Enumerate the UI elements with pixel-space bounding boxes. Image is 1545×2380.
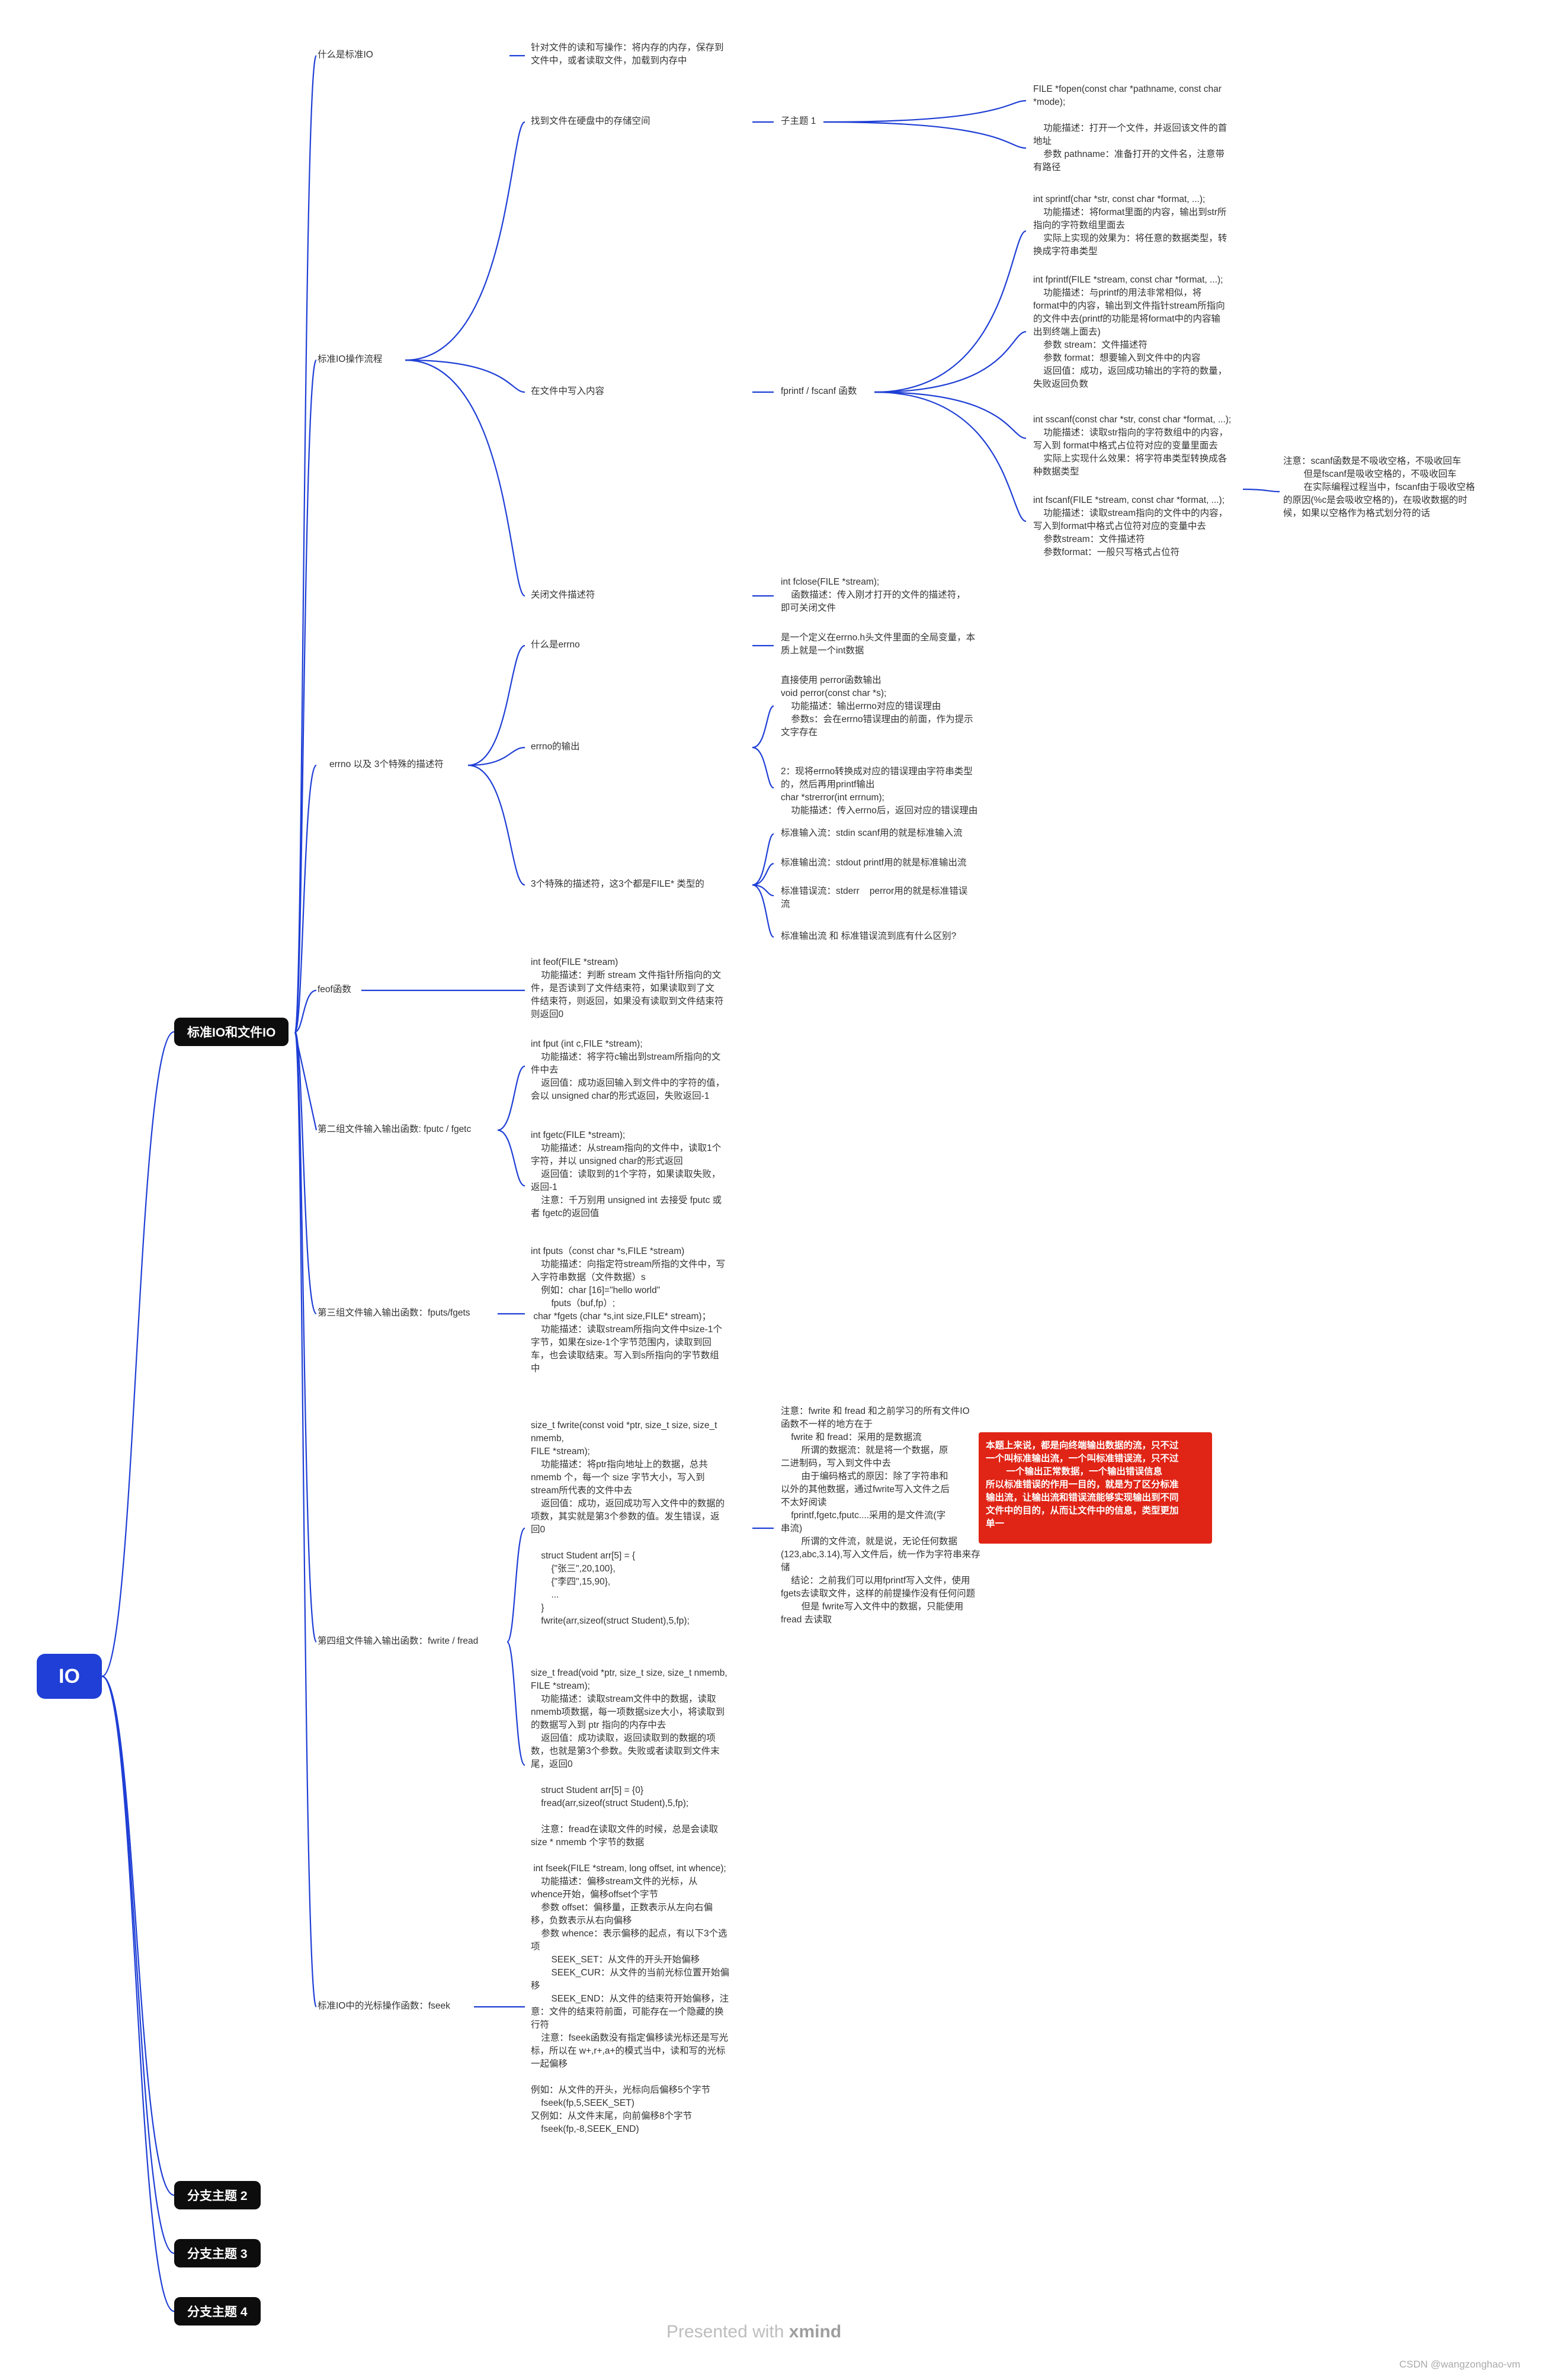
presented-with-footer: Presented with xmind (666, 2322, 841, 2342)
fwrite-fread-description[interactable]: size_t fwrite(const void *ptr, size_t si… (531, 1420, 727, 1847)
csdn-credit: CSDN @wangzonghao-vm (1399, 2359, 1521, 2370)
fprintf-description[interactable]: int fprintf(FILE *stream, const char *fo… (1033, 275, 1227, 389)
topic-find-file[interactable]: 找到文件在硬盘中的存储空间 (531, 116, 650, 126)
topic-fseek[interactable]: 标准IO中的光标操作函数：fseek (318, 2001, 450, 2011)
main-topic-2[interactable]: 分支主题 2 (174, 2181, 261, 2209)
stdin-item[interactable]: 标准输入流：stdin scanf用的就是标准输入流 (781, 828, 963, 838)
presented-text: Presented with (666, 2322, 784, 2341)
root-topic[interactable]: IO (37, 1654, 102, 1699)
feof-description[interactable]: int feof(FILE *stream) 功能描述：判断 stream 文件… (531, 957, 724, 1019)
errno-definition[interactable]: 是一个定义在errno.h头文件里面的全局变量，本 质上就是一个int数据 (781, 633, 976, 656)
perror-strerror-description[interactable]: 直接使用 perror函数输出 void perror(const char *… (781, 675, 978, 816)
xmind-brand: xmind (788, 2322, 842, 2341)
stderr-item[interactable]: 标准错误流：stderr perror用的就是标准错误 流 (781, 886, 968, 909)
sprintf-description[interactable]: int sprintf(char *str, const char *forma… (1033, 194, 1227, 256)
fopen-description[interactable]: FILE *fopen(const char *pathname, const … (1033, 84, 1227, 172)
topic-write-file[interactable]: 在文件中写入内容 (531, 386, 605, 396)
fputc-fgetc-description[interactable]: int fput (int c,FILE *stream); 功能描述：将字符c… (531, 1039, 725, 1218)
std-io-definition[interactable]: 针对文件的读和写操作：将内存的内存，保存到 文件中，或者读取文件，加载到内存中 (531, 43, 724, 66)
topic-fputc-fgetc[interactable]: 第二组文件输入输出函数: fputc / fgetc (318, 1124, 472, 1134)
fwrite-fread-note[interactable]: 注意：fwrite 和 fread 和之前学习的所有文件IO 函数不一样的地方在… (781, 1406, 980, 1625)
topic-fputs-fgets[interactable]: 第三组文件输入输出函数：fputs/fgets (318, 1308, 470, 1318)
fscanf-description[interactable]: int fscanf(FILE *stream, const char *for… (1033, 495, 1228, 557)
topic-feof[interactable]: feof函数 (318, 984, 351, 995)
subtopic-1[interactable]: 子主题 1 (781, 116, 816, 126)
main-topic-4[interactable]: 分支主题 4 (174, 2297, 261, 2326)
topic-three-fd[interactable]: 3个特殊的描述符，这3个都是FILE* 类型的 (531, 879, 704, 889)
main-topic-3[interactable]: 分支主题 3 (174, 2239, 261, 2267)
fscanf-note[interactable]: 注意：scanf函数是不吸收空格，不吸收回车 但是fscanf是吸收空格的，不吸… (1283, 456, 1475, 518)
topic-errno-output[interactable]: errno的输出 (531, 742, 580, 752)
topic-close-file[interactable]: 关闭文件描述符 (531, 590, 595, 600)
fclose-description[interactable]: int fclose(FILE *stream); 函数描述：传入刚才打开的文件… (781, 577, 966, 613)
stderr-callout[interactable]: 本题上来说，都是向终端输出数据的流，只不过 一个叫标准输出流，一个叫标准错误流，… (979, 1432, 1212, 1544)
topic-what-std-io[interactable]: 什么是标准IO (318, 50, 373, 60)
topic-errno[interactable]: errno 以及 3个特殊的描述符 (329, 759, 444, 769)
topic-fwrite-fread[interactable]: 第四组文件输入输出函数：fwrite / fread (318, 1636, 479, 1646)
topic-std-io-flow[interactable]: 标准IO操作流程 (318, 354, 383, 364)
fputs-fgets-description[interactable]: int fputs（const char *s,FILE *stream) 功能… (531, 1246, 726, 1374)
sscanf-description[interactable]: int sscanf(const char *str, const char *… (1033, 415, 1232, 477)
topic-fprintf-fscanf[interactable]: fprintf / fscanf 函数 (781, 386, 857, 396)
stdout-item[interactable]: 标准输出流：stdout printf用的就是标准输出流 (781, 858, 967, 868)
fseek-description[interactable]: int fseek(FILE *stream, long offset, int… (531, 1863, 730, 2134)
stream-difference-question[interactable]: 标准输出流 和 标准错误流到底有什么区别? (781, 931, 957, 941)
topic-what-errno[interactable]: 什么是errno (531, 640, 580, 650)
main-topic-std-io[interactable]: 标准IO和文件IO (174, 1018, 289, 1046)
